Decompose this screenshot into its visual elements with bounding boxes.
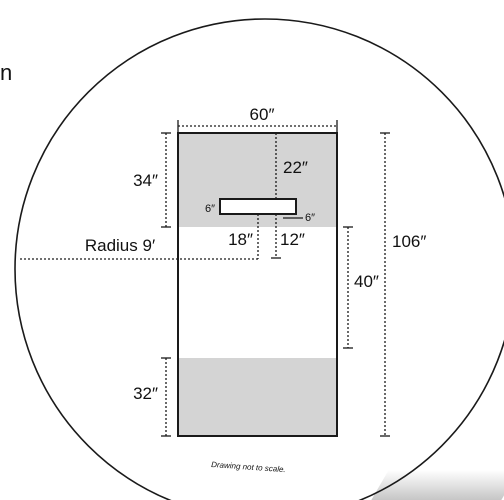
radius-circle <box>14 18 504 500</box>
cropped-text-fragment: n <box>0 60 13 85</box>
bottom-shaded-zone <box>178 358 337 436</box>
width-label: 60″ <box>250 105 275 124</box>
slot-right-label: 6″ <box>305 212 315 224</box>
radius-label: Radius 9′ <box>85 236 155 255</box>
overall-height-label: 106″ <box>392 232 426 251</box>
slot-to-line-label: 12″ <box>280 230 305 249</box>
main-rectangle <box>177 132 338 437</box>
slot-offset-label: 18″ <box>228 230 253 249</box>
middle-label: 40″ <box>354 272 379 291</box>
top-to-slot-label: 22″ <box>283 158 308 177</box>
bottom-shaded-label: 32″ <box>133 384 158 403</box>
scale-note: Drawing not to scale. <box>211 460 286 474</box>
slot-rectangle <box>219 198 297 215</box>
slot-left-label: 6″ <box>205 203 215 215</box>
top-shaded-label: 34″ <box>133 171 158 190</box>
